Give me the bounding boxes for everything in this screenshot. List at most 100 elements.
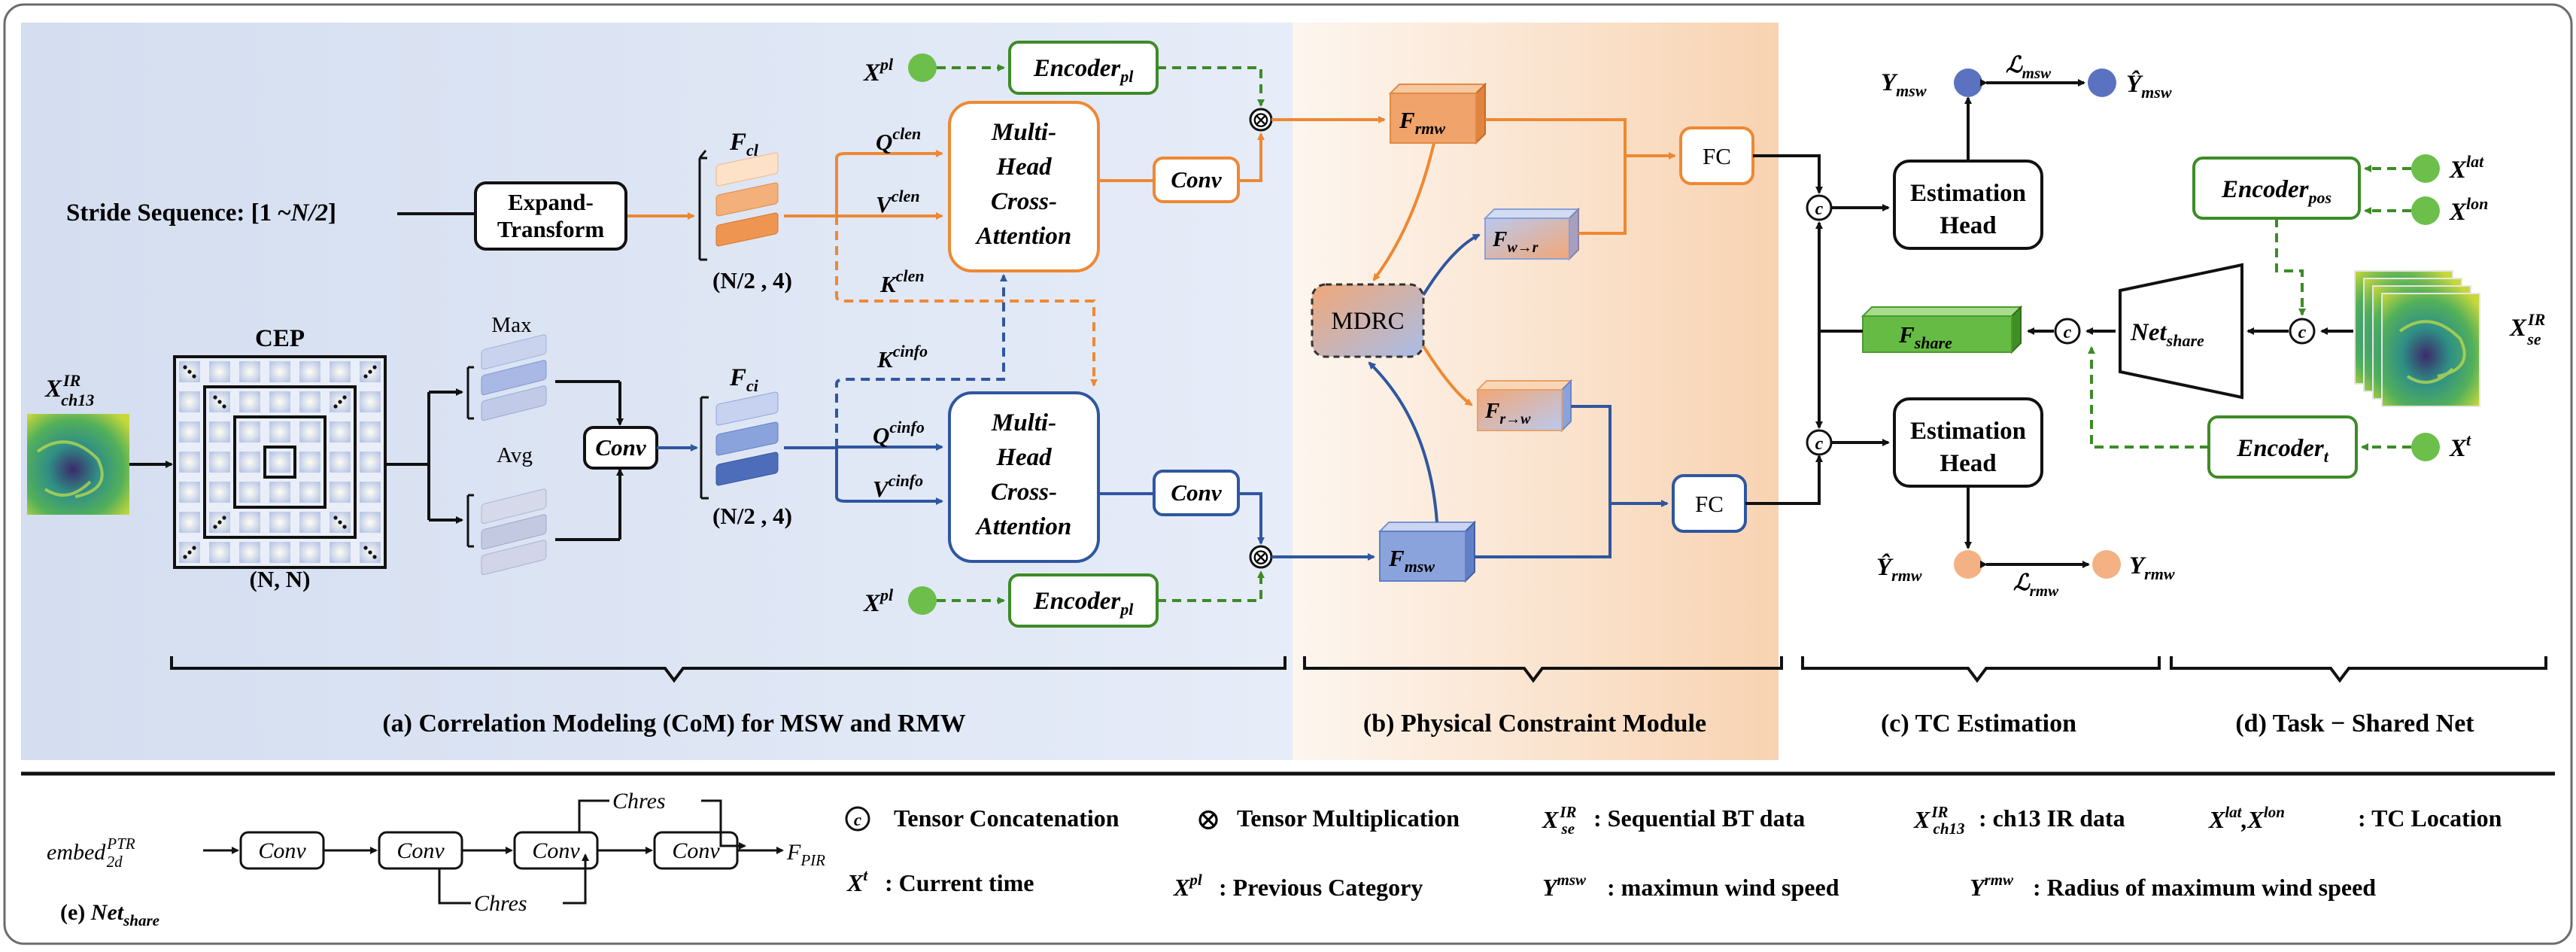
mhca-clen-line4: Attention — [975, 223, 1072, 250]
legend-ymsw-text: : maximun wind speed — [1607, 874, 1839, 901]
avg-feature-stack — [466, 488, 547, 576]
cep-grid — [173, 355, 387, 569]
max-feature-stack — [466, 334, 547, 421]
cep-dot — [342, 395, 347, 400]
mdrc-label: MDRC — [1331, 308, 1404, 335]
x-se-image-stack — [2354, 270, 2480, 407]
x-lat-dot — [2411, 154, 2440, 183]
stride-sequence-label: Stride Sequence: [1 ~N/2] — [66, 199, 336, 227]
cep-dot — [363, 374, 368, 379]
mhca-clen-box — [948, 101, 1100, 272]
cep-cell — [360, 391, 381, 412]
legend-xpl-text: : Previous Category — [1219, 874, 1423, 901]
conv-label-clen: Conv — [1171, 166, 1222, 193]
encoder-pl-bottom-to-mult — [1157, 570, 1265, 602]
conv-label-cinfo: Conv — [1171, 479, 1222, 506]
estimation-head-top-line2: Head — [1940, 212, 1996, 239]
cep-dot — [333, 516, 338, 520]
pool-to-conv-lines — [555, 380, 624, 541]
chres-upper-out — [701, 799, 746, 850]
cep-cell — [299, 391, 320, 412]
cep-dot — [192, 546, 196, 550]
k-clen-label: Kclen — [879, 266, 925, 297]
mdrc-to-frw — [1422, 345, 1473, 406]
cep-dot — [183, 555, 187, 559]
cep-cell — [299, 482, 320, 503]
to-fc-bottom-lines — [1475, 405, 1669, 558]
legend-xse-text: : Sequential BT data — [1593, 804, 1805, 832]
mhca-cinfo-line4: Attention — [975, 513, 1072, 540]
q-clen-label: Qclen — [876, 124, 921, 155]
estimation-head-top-line1: Estimation — [1910, 180, 2026, 207]
cep-cell — [179, 421, 200, 443]
cep-cell — [330, 361, 351, 382]
cep-cell — [330, 421, 351, 443]
cep-window — [263, 446, 296, 479]
cep-dot — [222, 404, 226, 409]
expand-transform-box — [474, 181, 627, 251]
cep-dot — [372, 555, 377, 559]
to-fc-top-lines — [1485, 118, 1676, 235]
k-cinfo-label: Kcinfo — [876, 342, 928, 373]
chres-lower-out — [563, 853, 589, 905]
chres-lower-label: Chres — [474, 891, 527, 916]
cep-dot — [213, 395, 217, 400]
mdrc-box — [1311, 283, 1425, 358]
legend-xt-text: : Current time — [885, 869, 1034, 896]
expand-transform-line2: Transform — [497, 216, 605, 242]
section-braces — [170, 656, 2547, 683]
cep-cell — [360, 512, 381, 533]
q-cinfo-label: Qcinfo — [873, 418, 925, 449]
cep-dot — [338, 520, 342, 525]
e-conv4-label: Conv — [672, 838, 720, 863]
mdrc-to-fwr — [1422, 233, 1481, 297]
concat-op-shared-symbol: c — [2064, 323, 2072, 342]
fc-bottom-label: FC — [1695, 491, 1724, 517]
cep-cell — [239, 512, 260, 533]
fc-top-label: FC — [1703, 143, 1731, 169]
f-msw-cube — [1378, 520, 1477, 583]
cep-label: CEP — [255, 325, 305, 352]
y-msw-label: Ymsw — [1881, 69, 1927, 100]
chres-lower-in — [438, 868, 471, 905]
legend-xpl-var: Xpl — [1173, 871, 1202, 901]
f-w-to-r-cube — [1483, 207, 1581, 261]
conv-clen-to-mult — [1238, 132, 1265, 182]
cep-cell — [239, 482, 260, 503]
f-ci-label: Fci — [729, 364, 759, 395]
legend-yrmw-text: : Radius of maximum wind speed — [2033, 874, 2376, 901]
x-pl-bottom-label: Xpl — [863, 585, 894, 617]
cep-cell — [209, 452, 230, 473]
cep-cell — [179, 482, 200, 503]
x-t-label: Xt — [2449, 430, 2471, 462]
cep-cell — [299, 512, 320, 533]
cep-dot — [342, 525, 347, 529]
fcl-routing-lines — [784, 150, 1098, 387]
e-conv3-label: Conv — [532, 838, 580, 863]
section-c-label: (c) TC Estimation — [1881, 710, 2076, 738]
x-t-dot — [2411, 433, 2440, 461]
section-e-label: (e) Netshare — [60, 900, 159, 929]
mhca-clen-line3: Cross- — [991, 188, 1057, 215]
f-pir-label: FPIR — [786, 840, 825, 869]
cep-dot — [213, 525, 217, 529]
legend-xloc-text: : TC Location — [2358, 804, 2502, 832]
f-cl-feature-stack — [698, 150, 779, 261]
f-w-to-r-label: Fw→r — [1492, 227, 1539, 256]
encoder-pl-top-label: Encoderpl — [1033, 55, 1135, 86]
cep-cell — [360, 421, 381, 443]
cep-cell — [239, 421, 260, 443]
legend-mult-icon: ⊗ — [1195, 802, 1221, 836]
cep-cell — [269, 361, 290, 382]
cep-dot — [368, 550, 372, 555]
cep-cell — [209, 361, 230, 382]
cep-cell — [269, 542, 290, 563]
estimation-head-bottom-line2: Head — [1940, 450, 1996, 477]
avg-pool-label: Avg — [497, 443, 533, 467]
cep-dot — [183, 365, 187, 370]
cep-dot — [217, 520, 222, 525]
chres-upper-label: Chres — [612, 789, 666, 814]
concat-op-bottom-symbol: c — [1815, 434, 1824, 454]
cep-dot — [217, 400, 222, 404]
